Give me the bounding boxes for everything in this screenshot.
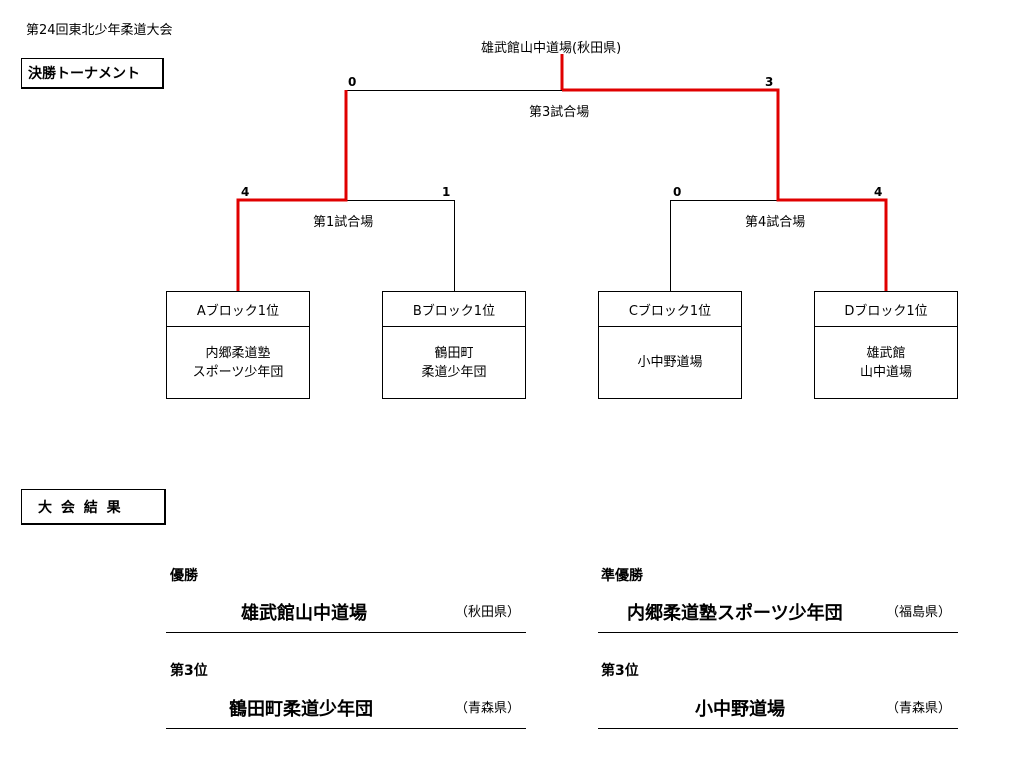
team-block-label: Bブロック1位 <box>383 292 525 327</box>
runner-up-label: 準優勝 <box>601 568 643 584</box>
team-block-label: Cブロック1位 <box>599 292 741 327</box>
team-name: 鶴田町 柔道少年団 <box>383 327 525 398</box>
team-name-line2: 山中道場 <box>859 364 912 380</box>
third-a-name: 鶴田町柔道少年団 <box>229 699 373 720</box>
runner-up-pref: （福島県） <box>886 605 952 620</box>
team-block-label: Aブロック1位 <box>167 292 309 327</box>
semi-right-left-score: 0 <box>673 185 682 199</box>
team-name-line2: 柔道少年団 <box>421 364 487 380</box>
third-a-underline <box>166 728 526 729</box>
winner-label: 優勝 <box>170 568 198 584</box>
bracket-winner-lines <box>236 54 888 291</box>
third-b-name: 小中野道場 <box>695 699 785 720</box>
team-name: 雄武館 山中道場 <box>815 327 957 398</box>
semi-left-right-score: 1 <box>442 185 451 199</box>
team-box-a: Aブロック1位 内郷柔道塾 スポーツ少年団 <box>166 291 310 399</box>
final-left-score: 0 <box>348 75 357 89</box>
runner-up-name: 内郷柔道塾スポーツ少年団 <box>627 603 843 624</box>
runner-up-underline <box>598 632 958 633</box>
team-block-label: Dブロック1位 <box>815 292 957 327</box>
third-b-label: 第3位 <box>601 663 639 679</box>
champion-top-label: 雄武館山中道場(秋田県) <box>481 41 622 56</box>
third-b-underline <box>598 728 958 729</box>
winner-pref: （秋田県） <box>455 605 521 620</box>
team-name: 小中野道場 <box>599 327 741 398</box>
semi-right-right-score: 4 <box>874 185 883 199</box>
third-b-pref: （青森県） <box>886 701 952 716</box>
team-name: 内郷柔道塾 スポーツ少年団 <box>167 327 309 398</box>
team-box-b: Bブロック1位 鶴田町 柔道少年団 <box>382 291 526 399</box>
third-a-label: 第3位 <box>170 663 208 679</box>
final-match-label: 第3試合場 <box>529 105 590 120</box>
winner-underline <box>166 632 526 633</box>
bracket-black-lines <box>346 90 778 291</box>
page-title: 第24回東北少年柔道大会 <box>26 23 173 38</box>
team-box-d: Dブロック1位 雄武館 山中道場 <box>814 291 958 399</box>
team-box-c: Cブロック1位 小中野道場 <box>598 291 742 399</box>
results-label: 大 会 結 果 <box>21 489 166 525</box>
team-name-line1: 雄武館 <box>866 345 906 361</box>
third-a-pref: （青森県） <box>455 701 521 716</box>
team-name-line1: 小中野道場 <box>637 355 703 370</box>
team-name-line1: 鶴田町 <box>434 345 474 361</box>
final-right-score: 3 <box>765 75 774 89</box>
semi-left-match-label: 第1試合場 <box>313 215 374 230</box>
semi-left-left-score: 4 <box>241 185 250 199</box>
semi-right-match-label: 第4試合場 <box>745 215 806 230</box>
team-name-line2: スポーツ少年団 <box>192 364 284 380</box>
team-name-line1: 内郷柔道塾 <box>205 345 271 361</box>
winner-name: 雄武館山中道場 <box>241 603 367 624</box>
final-tournament-label: 決勝トーナメント <box>21 58 164 89</box>
